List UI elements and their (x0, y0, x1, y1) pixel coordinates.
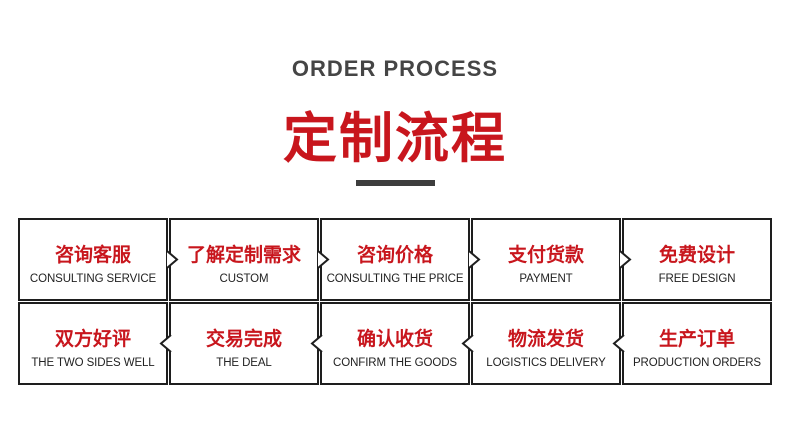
section-subtitle: ORDER PROCESS (291, 56, 499, 81)
process-step-consulting-service: 咨询客服 CONSULTING SERVICE (18, 218, 168, 301)
step-title-cn: 咨询价格 (356, 244, 433, 266)
step-title-cn: 了解定制需求 (186, 244, 301, 266)
step-title-en: CONSULTING SERVICE (29, 273, 157, 285)
process-step-confirm-goods: 确认收货 CONFIRM THE GOODS (320, 302, 470, 385)
process-step-free-design: 免费设计 FREE DESIGN (622, 218, 772, 301)
step-title-en: CONSULTING THE PRICE (326, 273, 464, 285)
process-step-the-deal: 交易完成 THE DEAL (169, 302, 319, 385)
step-title-cn: 生产订单 (658, 328, 735, 350)
process-step-consulting-price: 咨询价格 CONSULTING THE PRICE (320, 218, 470, 301)
process-step-two-sides-well: 双方好评 THE TWO SIDES WELL (18, 302, 168, 385)
step-title-cn: 免费设计 (658, 244, 735, 266)
step-title-cn: 交易完成 (205, 328, 282, 350)
process-step-production-orders: 生产订单 PRODUCTION ORDERS (622, 302, 772, 385)
title-divider (356, 180, 435, 186)
step-title-en: PAYMENT (519, 273, 573, 285)
process-step-payment: 支付货款 PAYMENT (471, 218, 621, 301)
step-title-en: THE DEAL (216, 357, 272, 369)
step-title-cn: 支付货款 (507, 244, 584, 266)
process-grid: 咨询客服 CONSULTING SERVICE 了解定制需求 CUSTOM 咨询… (18, 218, 772, 386)
step-title-en: FREE DESIGN (658, 273, 736, 285)
step-title-cn: 确认收货 (356, 328, 433, 350)
step-title-en: CONFIRM THE GOODS (333, 357, 457, 369)
step-title-en: LOGISTICS DELIVERY (486, 357, 606, 369)
step-title-cn: 双方好评 (54, 328, 131, 350)
process-step-custom: 了解定制需求 CUSTOM (169, 218, 319, 301)
step-title-cn: 咨询客服 (54, 244, 131, 266)
step-title-en: THE TWO SIDES WELL (31, 357, 155, 369)
step-title-en: PRODUCTION ORDERS (632, 357, 761, 369)
step-title-cn: 物流发货 (507, 328, 584, 350)
step-title-en: CUSTOM (219, 273, 269, 285)
process-step-logistics-delivery: 物流发货 LOGISTICS DELIVERY (471, 302, 621, 385)
section-title: 定制流程 (283, 107, 507, 170)
